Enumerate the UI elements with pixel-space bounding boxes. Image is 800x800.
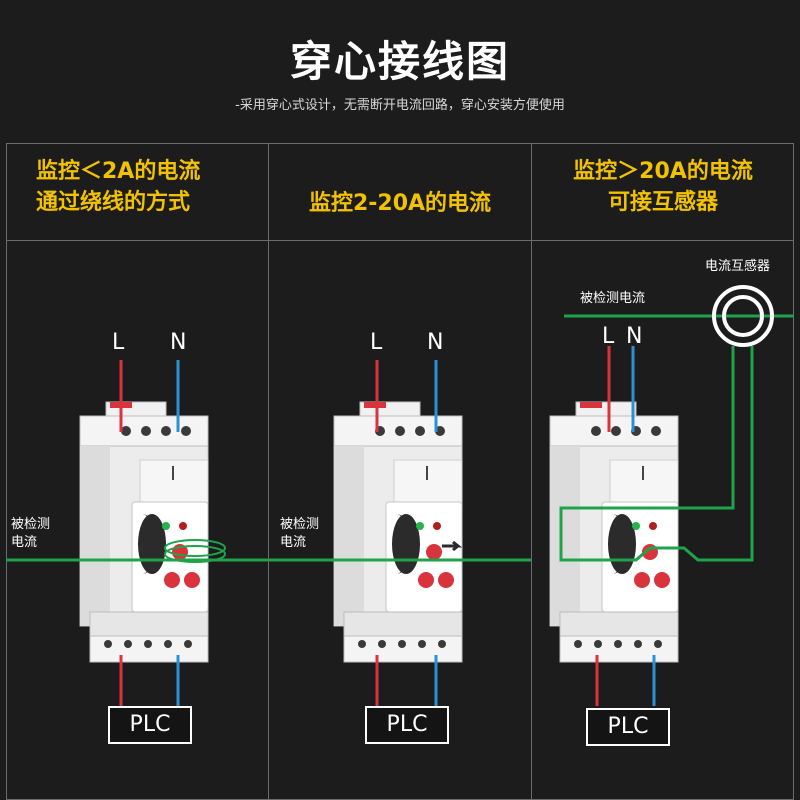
panel-3-plc-box: PLC — [586, 708, 670, 746]
page-title: 穿心接线图 — [289, 37, 510, 86]
panel-1-wire-label: 被检测 电流 — [11, 516, 50, 552]
panel-divider — [268, 143, 269, 800]
header-divider — [6, 240, 794, 241]
panel-1-wire-label-line2: 电流 — [11, 535, 38, 550]
panel-divider — [531, 143, 532, 800]
panel-1-heading: 监控＜2A的电流 通过绕线的方式 — [36, 156, 200, 218]
panel-2-n-label: N — [427, 330, 444, 355]
panel-1-heading-line2: 通过绕线的方式 — [36, 190, 191, 215]
panel-3-heading: 监控＞20A的电流 可接互感器 — [532, 156, 794, 218]
panel-1-heading-line1: 监控＜2A的电流 — [36, 159, 201, 184]
panel-2-wire-label-line2: 电流 — [280, 535, 307, 550]
panel-2-plc-box: PLC — [365, 706, 449, 744]
panel-2-heading-line1: 监控2-20A的电流 — [308, 191, 492, 216]
panel-3-ct-label: 电流互感器 — [705, 259, 771, 274]
panel-2-wire-label-line1: 被检测 — [280, 517, 320, 532]
panel-1-n-label: N — [170, 330, 187, 355]
panel-1-l-label: L — [112, 330, 125, 355]
panel-1-wire-label-line1: 被检测 — [11, 517, 51, 532]
panel-1-plc-box: PLC — [108, 706, 192, 744]
panel-2-l-label: L — [370, 330, 383, 355]
panel-3-heading-line1: 监控＞20A的电流 — [573, 159, 753, 184]
panel-3-l-label: L — [602, 324, 615, 349]
panel-3-wire-label: 被检测电流 — [580, 291, 646, 306]
panel-3-n-label: N — [626, 324, 643, 349]
panel-2-wire-label: 被检测 电流 — [280, 516, 319, 552]
page-subtitle: -采用穿心式设计，无需断开电流回路，穿心安装方便使用 — [235, 98, 565, 113]
panel-3-heading-line2: 可接互感器 — [607, 190, 718, 215]
panel-2-heading: 监控2-20A的电流 — [269, 188, 531, 219]
